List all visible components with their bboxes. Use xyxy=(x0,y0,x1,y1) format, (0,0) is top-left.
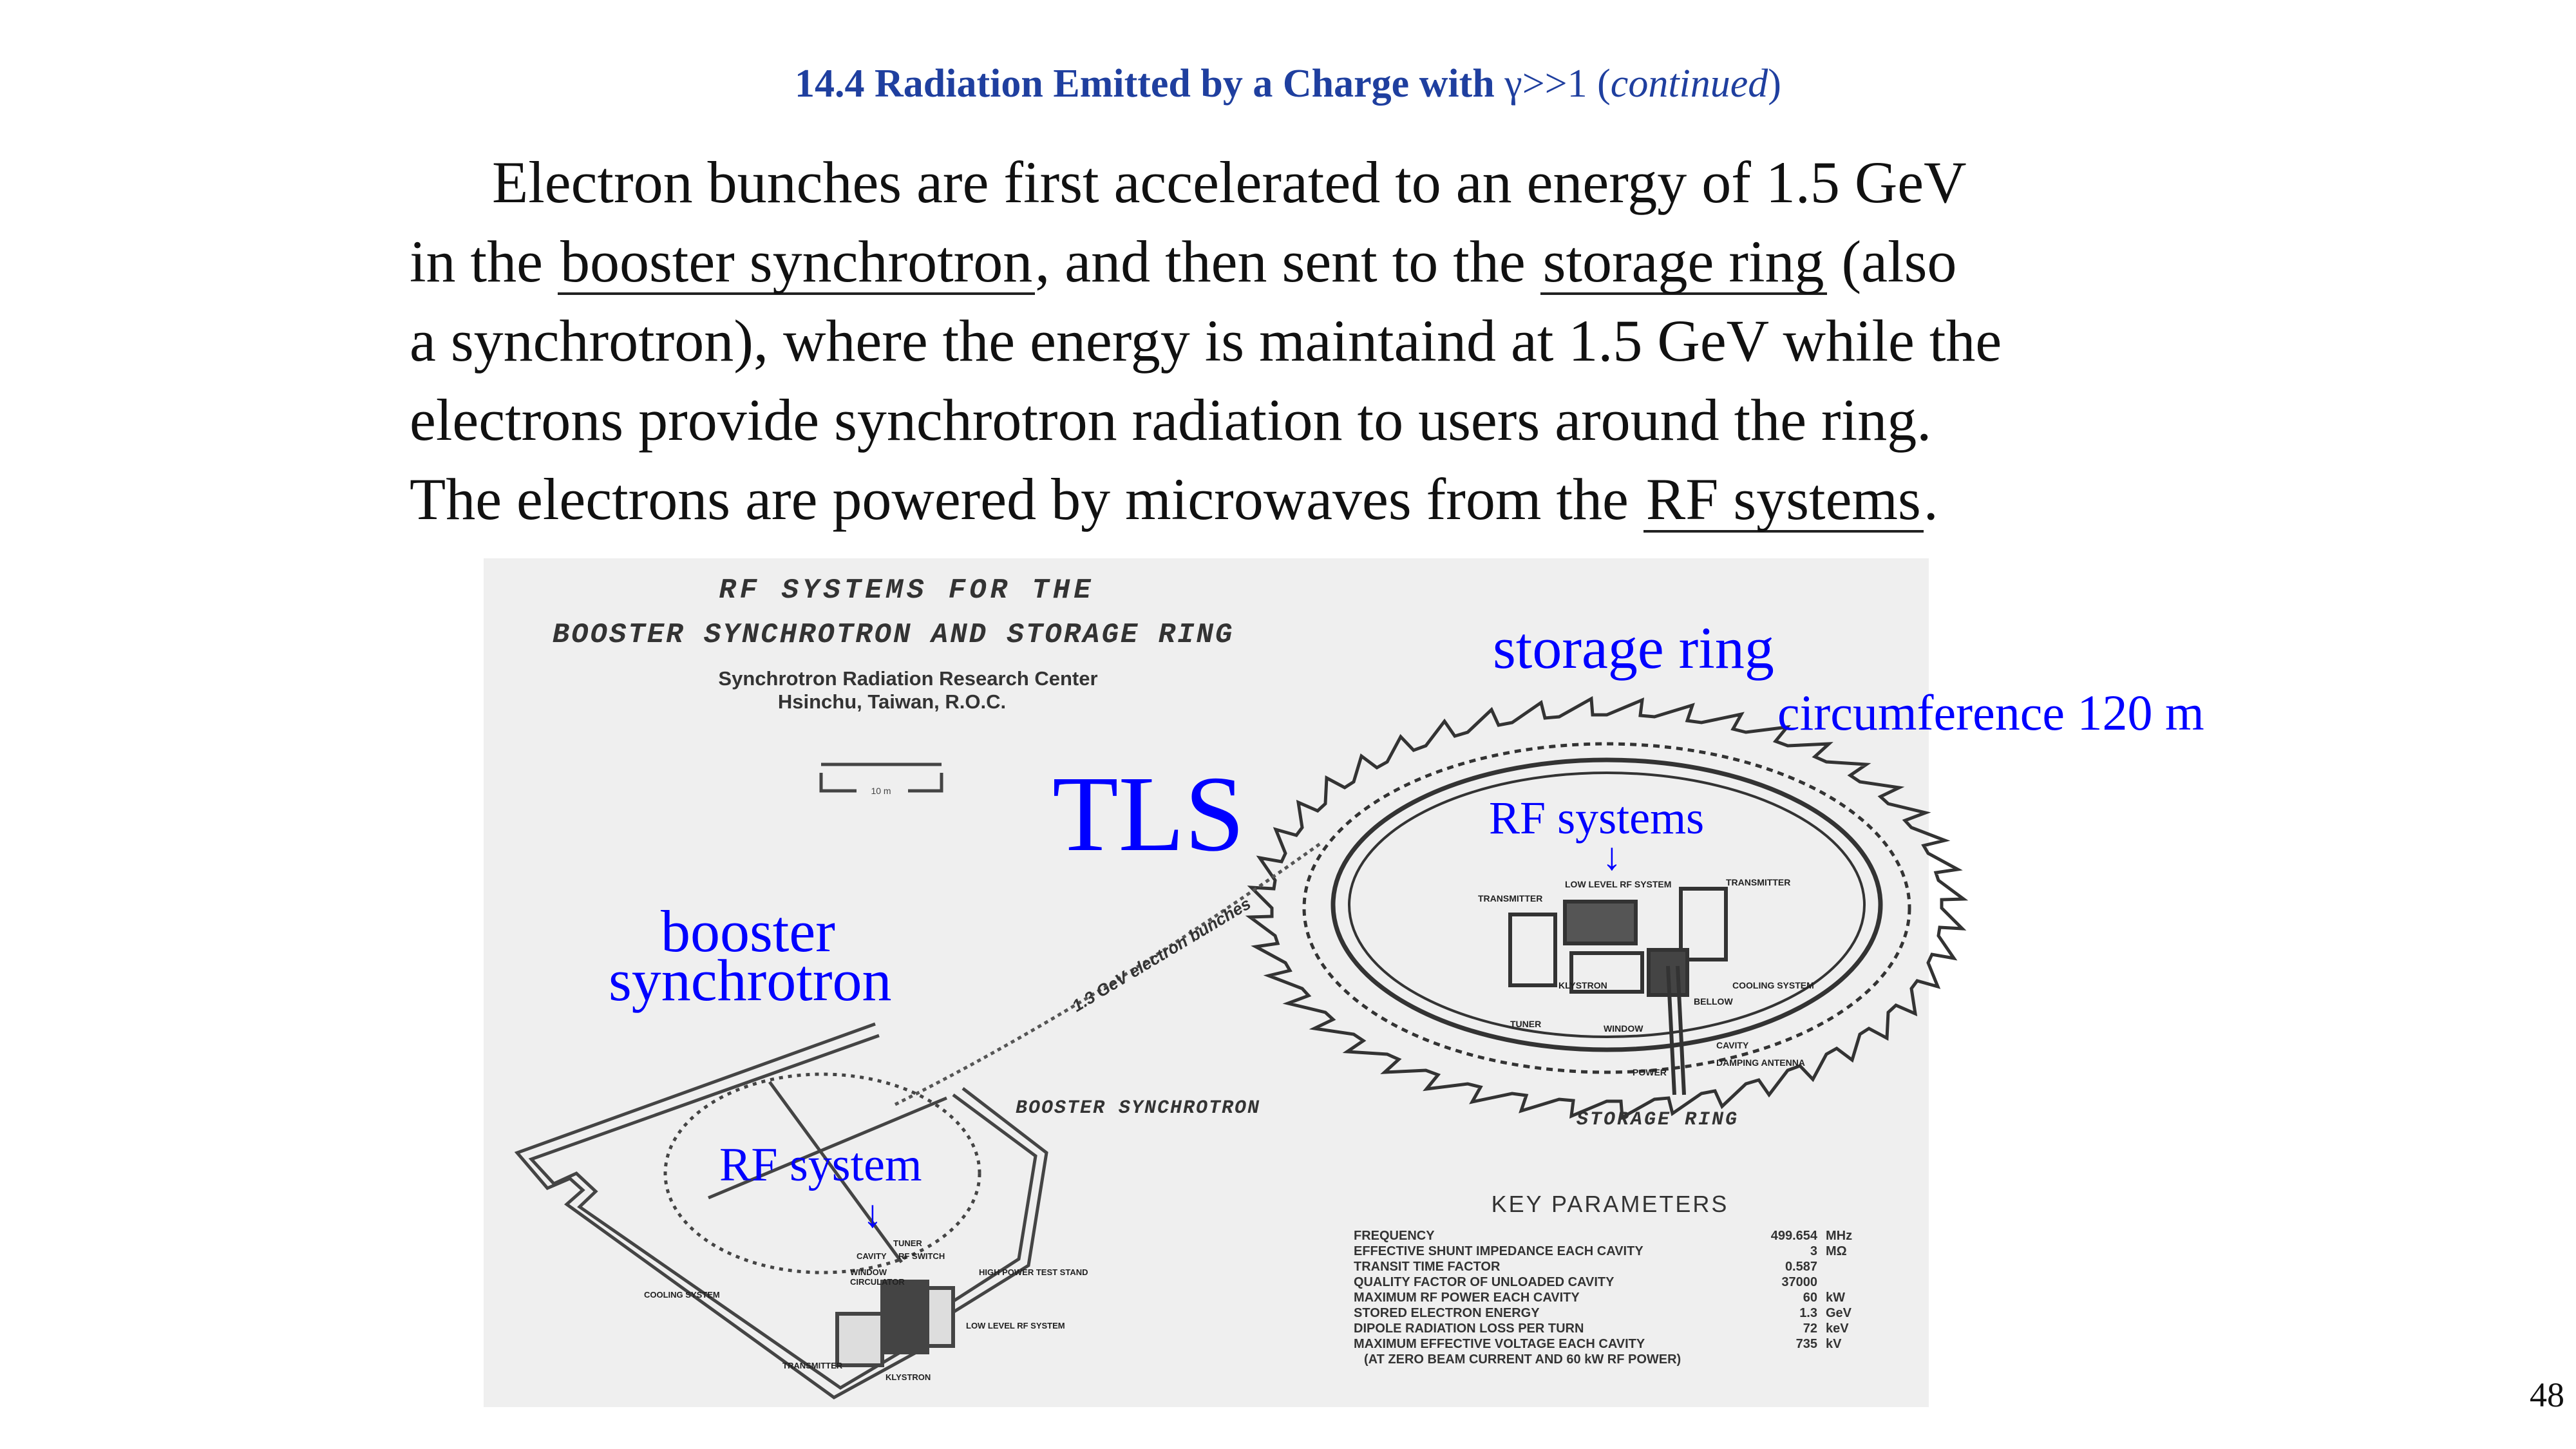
label-window: WINDOW xyxy=(850,1267,887,1277)
annotation-rf-system: RF system xyxy=(719,1139,922,1191)
annotation-synchrotron: synchrotron xyxy=(609,947,892,1013)
annotation-tls: TLS xyxy=(1052,754,1245,874)
text: , and then sent to the xyxy=(1035,229,1540,294)
body-line-4: electrons provide synchrotron radiation … xyxy=(410,387,1932,453)
parameter-name: MAXIMUM RF POWER EACH CAVITY xyxy=(1354,1291,1580,1305)
storage-ring-outer-wall xyxy=(1245,696,1969,1121)
label-cavity: CAVITY xyxy=(857,1251,887,1261)
body-line-3: a synchrotron), where the energy is main… xyxy=(410,308,2002,374)
parameter-name: MAXIMUM EFFECTIVE VOLTAGE EACH CAVITY xyxy=(1354,1337,1645,1351)
annotation-storage-ring: storage ring xyxy=(1493,615,1774,681)
figure-heading-2: BOOSTER SYNCHROTRON AND STORAGE RING xyxy=(553,619,1235,651)
label-rf-switch: RF SWITCH xyxy=(898,1251,945,1261)
parameter-unit: keV xyxy=(1826,1321,1849,1336)
parameter-value: 3 xyxy=(1810,1244,1817,1258)
storage-ring-inner-wall-2 xyxy=(1348,772,1866,1038)
body-line-5: The electrons are powered by microwaves … xyxy=(410,460,2002,539)
label-cavity: CAVITY xyxy=(1716,1040,1749,1050)
figure-org-2: Hsinchu, Taiwan, R.O.C. xyxy=(778,690,1006,713)
parameter-name: FREQUENCY xyxy=(1354,1229,1435,1243)
title-text: 14.4 Radiation Emitted by a Charge with xyxy=(795,62,1505,106)
booster-drawing xyxy=(514,1022,1048,1399)
label-low-level-rf: LOW LEVEL RF SYSTEM xyxy=(966,1321,1065,1331)
body-paragraph: Electron bunches are first accelerated t… xyxy=(410,143,2002,539)
underlined-term-storage-ring: storage ring xyxy=(1540,231,1827,295)
parameter-unit: MΩ xyxy=(1826,1244,1847,1258)
figure-org-1: Synchrotron Radiation Research Center xyxy=(718,667,1097,690)
label-window: WINDOW xyxy=(1604,1023,1643,1034)
parameter-value: 499.654 xyxy=(1771,1229,1818,1243)
label-transmitter: TRANSMITTER xyxy=(1478,893,1542,904)
storage-ring-drawing: LOW LEVEL RF SYSTEM TRANSMITTER TRANSMIT… xyxy=(1245,696,1969,1121)
parameter-unit: GeV xyxy=(1826,1306,1852,1320)
storage-ring-inner-wall xyxy=(1331,757,1883,1052)
parameter-unit: MHz xyxy=(1826,1229,1852,1243)
arrow-down-icon: ↓ xyxy=(1602,835,1622,878)
title-paren-open: ( xyxy=(1597,62,1611,106)
slide-title: 14.4 Radiation Emitted by a Charge with … xyxy=(0,61,2576,107)
beam-transfer-line xyxy=(894,842,1321,1106)
label-klystron: KLYSTRON xyxy=(886,1372,931,1382)
parameter-name: EFFECTIVE SHUNT IMPEDANCE EACH CAVITY xyxy=(1354,1244,1643,1258)
annotation-rf-systems: RF systems xyxy=(1489,792,1705,844)
parameter-value: 0.587 xyxy=(1785,1260,1817,1274)
parameter-name: DIPOLE RADIATION LOSS PER TURN xyxy=(1354,1321,1584,1336)
label-tuner: TUNER xyxy=(1510,1019,1541,1029)
parameter-name: STORED ELECTRON ENERGY xyxy=(1354,1306,1540,1320)
label-bellow: BELLOW xyxy=(1694,996,1733,1007)
label-low-level-rf: LOW LEVEL RF SYSTEM xyxy=(1565,879,1671,889)
storage-ring-caption: STORAGE RING xyxy=(1577,1109,1739,1131)
scale-bar xyxy=(819,762,943,793)
text: (also xyxy=(1826,229,1957,294)
body-line-1: Electron bunches are first accelerated t… xyxy=(492,149,1967,215)
key-parameters-title: KEY PARAMETERS xyxy=(1492,1191,1729,1217)
title-gamma: γ>>1 xyxy=(1504,62,1598,106)
label-transmitter: TRANSMITTER xyxy=(782,1361,843,1370)
figure-heading-1: RF SYSTEMS FOR THE xyxy=(719,574,1094,607)
parameter-note: (AT ZERO BEAM CURRENT AND 60 kW RF POWER… xyxy=(1364,1352,1681,1367)
label-damping-antenna: DAMPING ANTENNA xyxy=(1716,1057,1805,1068)
title-continued: continued xyxy=(1610,62,1768,106)
storage-rf-equipment xyxy=(1508,887,1728,1095)
parameter-value: 1.3 xyxy=(1799,1306,1817,1320)
arrow-down-icon: ↓ xyxy=(863,1193,882,1235)
label-cooling: COOLING SYSTEM xyxy=(644,1290,720,1300)
label-test-stand: HIGH POWER TEST STAND xyxy=(979,1267,1088,1277)
parameter-unit: kW xyxy=(1826,1291,1845,1305)
parameter-value: 735 xyxy=(1796,1337,1817,1351)
annotation-circumference: circumference 120 m xyxy=(1777,685,2204,741)
page-number: 48 xyxy=(2530,1376,2564,1414)
label-circulator: CIRCULATOR xyxy=(850,1277,905,1287)
body-line-2: in the booster synchrotron, and then sen… xyxy=(410,222,2002,301)
storage-ring-beam-path xyxy=(1302,742,1911,1074)
label-klystron: KLYSTRON xyxy=(1558,980,1607,990)
label-cooling: COOLING SYSTEM xyxy=(1732,980,1814,990)
annotation-booster: booster xyxy=(661,898,835,964)
text: . xyxy=(1923,466,1938,532)
label-tuner: TUNER xyxy=(893,1238,922,1248)
parameter-value: 72 xyxy=(1803,1321,1817,1336)
parameter-name: QUALITY FACTOR OF UNLOADED CAVITY xyxy=(1354,1275,1615,1289)
scale-label: 10 m xyxy=(871,786,891,796)
text: in the xyxy=(410,229,558,294)
parameter-name: TRANSIT TIME FACTOR xyxy=(1354,1260,1501,1274)
label-transmitter: TRANSMITTER xyxy=(1726,877,1790,887)
underlined-term-rf-systems: RF systems xyxy=(1643,468,1924,533)
parameter-value: 37000 xyxy=(1781,1275,1817,1289)
underlined-term-booster: booster synchrotron xyxy=(557,231,1036,295)
parameter-value: 60 xyxy=(1803,1291,1817,1305)
text: The electrons are powered by microwaves … xyxy=(410,466,1643,532)
booster-caption: BOOSTER SYNCHROTRON xyxy=(1016,1097,1260,1119)
label-power: POWER xyxy=(1633,1067,1667,1077)
title-paren-close: ) xyxy=(1768,62,1781,106)
parameter-unit: kV xyxy=(1826,1337,1842,1351)
